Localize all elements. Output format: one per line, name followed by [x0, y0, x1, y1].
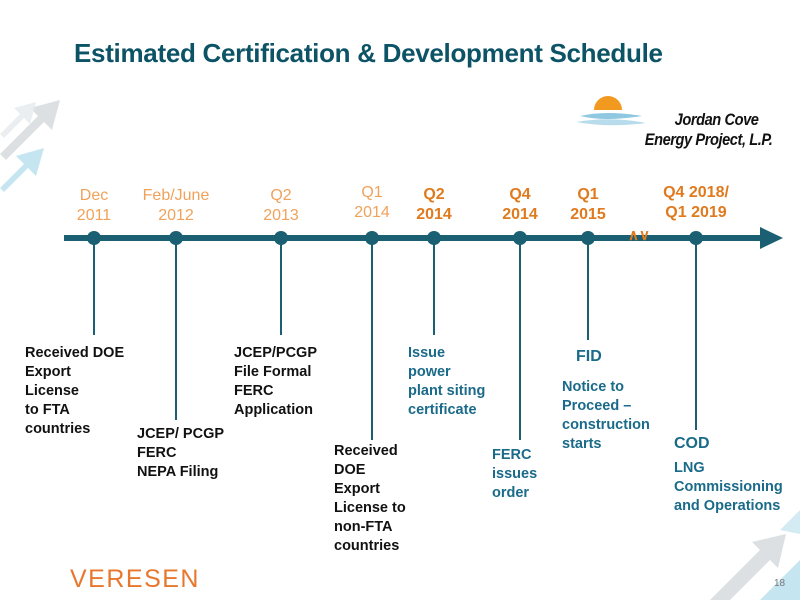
milestone-description-line: power: [408, 364, 451, 380]
milestone-description-line: and Operations: [674, 498, 781, 514]
milestone-heading-7: FID: [576, 348, 602, 365]
milestone-node-7: [581, 231, 595, 245]
milestone-node-3: [274, 231, 288, 245]
milestone-node-2: [169, 231, 183, 245]
milestone-description-line: Export: [334, 481, 380, 497]
milestone-description-line: Received DOE: [25, 345, 125, 361]
decorative-arrows-bottom-right: [710, 510, 800, 600]
milestone-date-8: Q4 2018/Q1 2019: [663, 183, 729, 223]
decorative-arrows-top-left: [0, 100, 60, 192]
milestone-date-line: Q1: [577, 186, 599, 203]
milestone-date-line: Q4 2018/: [663, 184, 729, 201]
milestone-description-line: issues: [492, 466, 538, 482]
milestone-description-2: JCEP/ PCGP FERC NEPA Filing: [137, 425, 224, 482]
milestone-date-line: Feb/June: [142, 187, 210, 204]
milestone-description-line: starts: [562, 436, 602, 452]
milestone-node-1: [87, 231, 101, 245]
milestone-date-2: Feb/June 2012: [143, 186, 210, 226]
milestone-date-line: 2015: [570, 206, 606, 223]
milestone-date-line: Q2: [423, 186, 445, 203]
milestone-date-4: Q1 2014: [354, 183, 390, 223]
milestone-date-line: 2014: [354, 204, 390, 221]
milestone-description-line: countries: [25, 421, 91, 437]
milestone-description-line: Commissioning: [674, 479, 783, 495]
milestone-description-8: LNG Commissioning and Operations: [674, 459, 783, 516]
milestone-description-7: Notice to Proceed – construction starts: [562, 378, 650, 454]
milestone-date-line: Dec: [79, 187, 109, 204]
milestone-date-line: Q4: [509, 186, 531, 203]
milestone-date-1: Dec 2011: [77, 186, 111, 226]
milestone-description-line: JCEP/ PCGP: [137, 426, 225, 442]
milestone-description-line: Received: [334, 443, 398, 459]
milestone-description-line: countries: [334, 538, 400, 554]
milestone-node-4: [365, 231, 379, 245]
milestone-description-line: non-FTA: [334, 519, 393, 535]
jordan-cove-logo: Jordan Cove Energy Project, L.P.: [576, 86, 772, 156]
logo-line-1: Jordan Cove: [674, 110, 758, 129]
milestone-node-5: [427, 231, 441, 245]
milestone-date-5: Q2 2014: [416, 185, 452, 225]
milestone-description-line: FERC: [234, 383, 274, 399]
milestone-description-line: License: [25, 383, 79, 399]
milestone-description-line: Proceed –: [562, 398, 632, 414]
milestone-date-line: 2011: [76, 207, 112, 224]
milestone-description-line: to FTA: [25, 402, 70, 418]
milestone-description-6: FERC issues order: [492, 446, 537, 503]
milestone-description-line: NEPA Filing: [137, 464, 219, 480]
milestone-heading-8: COD: [674, 435, 710, 452]
milestone-description-line: File Formal: [234, 364, 312, 380]
milestone-description-line: Notice to: [562, 379, 625, 395]
milestone-date-line: Q2: [270, 187, 292, 204]
milestone-description-line: JCEP/PCGP: [234, 345, 317, 361]
milestone-description-line: DOE: [334, 462, 366, 478]
milestone-date-line: Q1 2019: [665, 204, 727, 221]
logo-line-2: Energy Project, L.P.: [644, 130, 772, 149]
milestone-description-5: Issue power plant siting certificate: [408, 344, 485, 420]
milestone-date-line: Q1: [361, 184, 383, 201]
milestone-description-line: FERC: [492, 447, 532, 463]
milestone-description-line: Application: [234, 402, 313, 418]
milestone-node-6: [513, 231, 527, 245]
milestone-description-line: construction: [562, 417, 650, 433]
milestone-description-line: LNG: [674, 460, 705, 476]
milestone-description-line: plant siting: [408, 383, 486, 399]
milestone-description-line: Issue: [408, 345, 446, 361]
page-title: Estimated Certification & Development Sc…: [74, 38, 663, 68]
schedule-slip-marker: ∧∨: [628, 227, 650, 244]
milestone-description-line: License to: [334, 500, 406, 516]
timeline-arrowhead: [760, 227, 783, 249]
milestone-date-3: Q2 2013: [263, 186, 299, 226]
milestone-description-line: FERC: [137, 445, 177, 461]
milestone-date-line: 2014: [416, 206, 452, 223]
milestone-date-line: 2014: [502, 206, 538, 223]
veresen-logo: VERESEN: [70, 565, 200, 593]
milestone-date-line: 2012: [158, 207, 194, 224]
sunrise-logo-icon: [576, 96, 646, 126]
milestone-date-7: Q1 2015: [570, 185, 606, 225]
milestone-date-line: 2013: [263, 207, 299, 224]
milestone-description-line: order: [492, 485, 530, 501]
milestone-date-6: Q4 2014: [502, 185, 538, 225]
page-number: 18: [774, 578, 786, 589]
milestone-node-8: [689, 231, 703, 245]
milestone-description-line: Export: [25, 364, 71, 380]
milestone-description-line: certificate: [408, 402, 477, 418]
